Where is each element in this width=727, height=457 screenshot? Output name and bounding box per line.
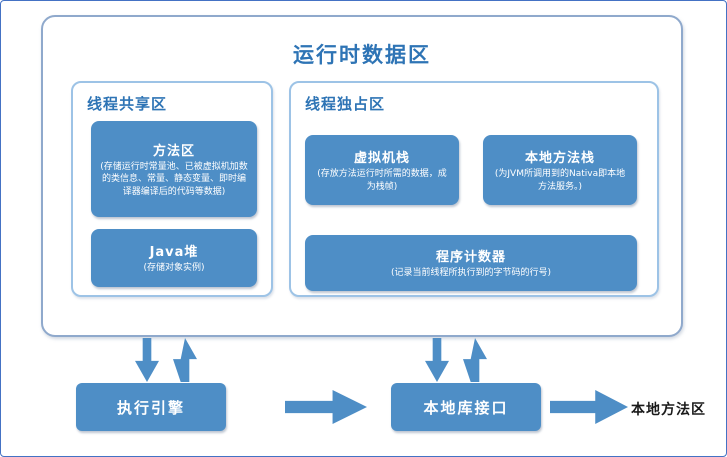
thread-exclusive-title: 线程独占区 [305,95,386,113]
arrow-down-left-icon [135,338,159,382]
method-area-desc: (存储运行时常量池、已被虚拟机加数的类信息、常量、静态变量、即时编译器编译后的代… [100,162,248,197]
native-library-interface-label: 本地库接口 [423,398,509,417]
arrow-down-right-icon [425,338,449,382]
thread-shared-title: 线程共享区 [87,95,168,113]
native-method-stack-box: 本地方法栈 (为JVM所调用到的Nativa即本地方法服务。) [483,135,637,205]
arrow-up-left-icon [173,338,197,382]
java-heap-title: Java堆 [149,245,199,261]
arrow-right-interface-to-area-icon [550,390,628,424]
program-counter-box: 程序计数器 (记录当前线程所执行到的字节码的行号) [305,235,637,291]
thread-exclusive-group: 线程独占区 虚拟机栈 (存放方法运行时所需的数据，成为栈帧) 本地方法栈 (为J… [289,81,659,297]
arrow-up-right-icon [463,338,487,382]
arrow-right-engine-to-interface-icon [285,390,367,424]
thread-shared-group: 线程共享区 方法区 (存储运行时常量池、已被虚拟机加数的类信息、常量、静态变量、… [71,81,273,297]
java-heap-desc: (存储对象实例) [143,263,205,274]
java-heap-box: Java堆 (存储对象实例) [91,229,257,287]
native-method-area-label: 本地方法区 [631,402,706,418]
native-method-stack-title: 本地方法栈 [524,151,595,167]
vm-stack-title: 虚拟机栈 [353,151,410,167]
vm-stack-desc: (存放方法运行时所需的数据，成为栈帧) [317,169,447,192]
execution-engine-box: 执行引擎 [76,383,226,431]
native-method-stack-desc: (为JVM所调用到的Nativa即本地方法服务。) [494,169,626,192]
method-area-title: 方法区 [152,144,195,160]
vm-stack-box: 虚拟机栈 (存放方法运行时所需的数据，成为栈帧) [305,135,459,205]
execution-engine-label: 执行引擎 [116,398,185,417]
program-counter-title: 程序计数器 [435,250,506,266]
runtime-data-area-container: 运行时数据区 线程共享区 方法区 (存储运行时常量池、已被虚拟机加数的类信息、常… [41,15,683,337]
native-library-interface-box: 本地库接口 [391,383,541,431]
program-counter-desc: (记录当前线程所执行到的字节码的行号) [390,268,552,279]
runtime-data-area-title: 运行时数据区 [293,43,431,67]
method-area-box: 方法区 (存储运行时常量池、已被虚拟机加数的类信息、常量、静态变量、即时编译器编… [91,121,257,217]
